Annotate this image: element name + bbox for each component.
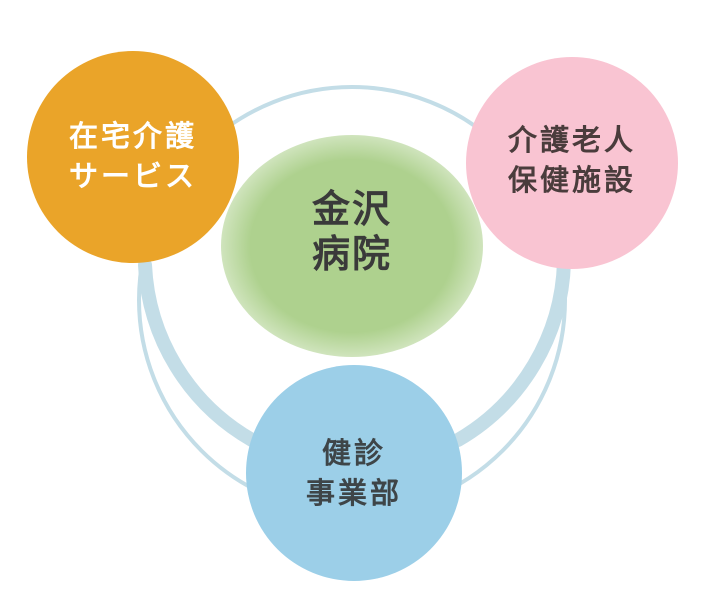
node-home-care-label: 在宅介護 サービス: [27, 116, 239, 196]
ring-right-arc: [451, 255, 571, 447]
elderly-facility-line-2: 保健施設: [507, 163, 636, 197]
elderly-facility-line-1: 介護老人: [507, 123, 636, 157]
center-line-2: 病院: [311, 231, 392, 276]
node-health-checkup: [246, 365, 462, 581]
health-checkup-line-1: 健診: [321, 436, 386, 470]
health-checkup-line-2: 事業部: [305, 476, 402, 510]
node-elderly-facility: [466, 57, 678, 269]
node-health-checkup-label: 健診 事業部: [246, 433, 462, 513]
home-care-line-2: サービス: [68, 159, 197, 193]
node-home-care: [27, 51, 239, 263]
center-hospital-glow: [221, 135, 483, 357]
node-elderly-facility-label: 介護老人 保健施設: [466, 120, 678, 200]
home-care-line-1: 在宅介護: [68, 119, 197, 153]
center-hospital-label: 金沢 病院: [252, 186, 452, 276]
ring-left-arc: [138, 258, 259, 447]
center-line-1: 金沢: [311, 186, 392, 231]
